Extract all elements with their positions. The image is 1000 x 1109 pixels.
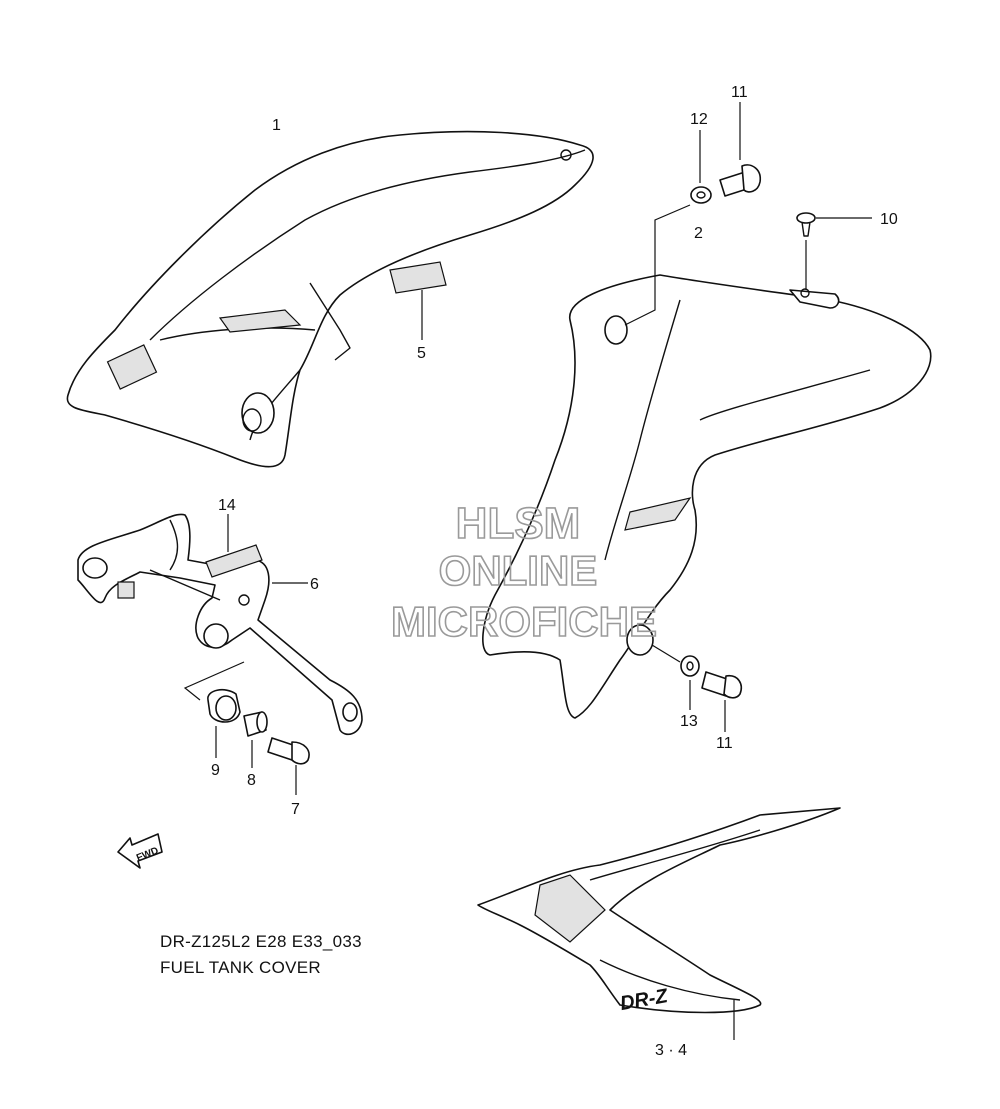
part-14-tape[interactable] (205, 514, 263, 578)
part-11-upper-bolt[interactable] (719, 102, 762, 197)
part-8-collar[interactable] (243, 711, 268, 768)
part-11-lower-bolt[interactable] (701, 671, 742, 732)
watermark-line-1: HLSM (456, 499, 581, 548)
part-9-grommet[interactable] (183, 661, 245, 758)
diagram-title: FUEL TANK COVER (160, 958, 321, 977)
callout-8: 8 (247, 772, 256, 789)
callout-1: 1 (272, 117, 281, 134)
watermark-line-3: MICROFICHE (391, 598, 657, 645)
callout-11-lower: 11 (716, 735, 733, 752)
part-3-4-emblem-decal[interactable] (477, 807, 841, 1040)
callout-7: 7 (291, 801, 300, 818)
callout-5: 5 (417, 345, 426, 362)
part-5-cushion-pad[interactable] (389, 261, 447, 340)
part-2-right-tank-cover[interactable] (482, 274, 932, 719)
callout-3-4: 3 · 4 (655, 1042, 687, 1059)
callout-13: 13 (680, 713, 698, 730)
part-1-left-tank-cover[interactable] (66, 130, 594, 468)
part-6-bracket[interactable] (77, 513, 363, 736)
callout-10: 10 (880, 211, 898, 228)
callout-9: 9 (211, 762, 220, 779)
callout-12: 12 (690, 111, 708, 128)
callout-2: 2 (694, 225, 703, 242)
part-10-clip[interactable] (796, 212, 872, 290)
callout-11-upper: 11 (731, 84, 748, 101)
diagram-model-code: DR-Z125L2 E28 E33_033 (160, 932, 362, 951)
callout-14: 14 (218, 497, 236, 514)
part-13-lower-washer[interactable] (651, 644, 700, 710)
callout-6: 6 (310, 576, 319, 593)
fwd-arrow-icon (117, 833, 163, 869)
part-12-upper-washer[interactable] (624, 130, 712, 326)
part-7-bolt[interactable] (267, 737, 310, 795)
watermark-line-2: ONLINE (439, 547, 598, 594)
